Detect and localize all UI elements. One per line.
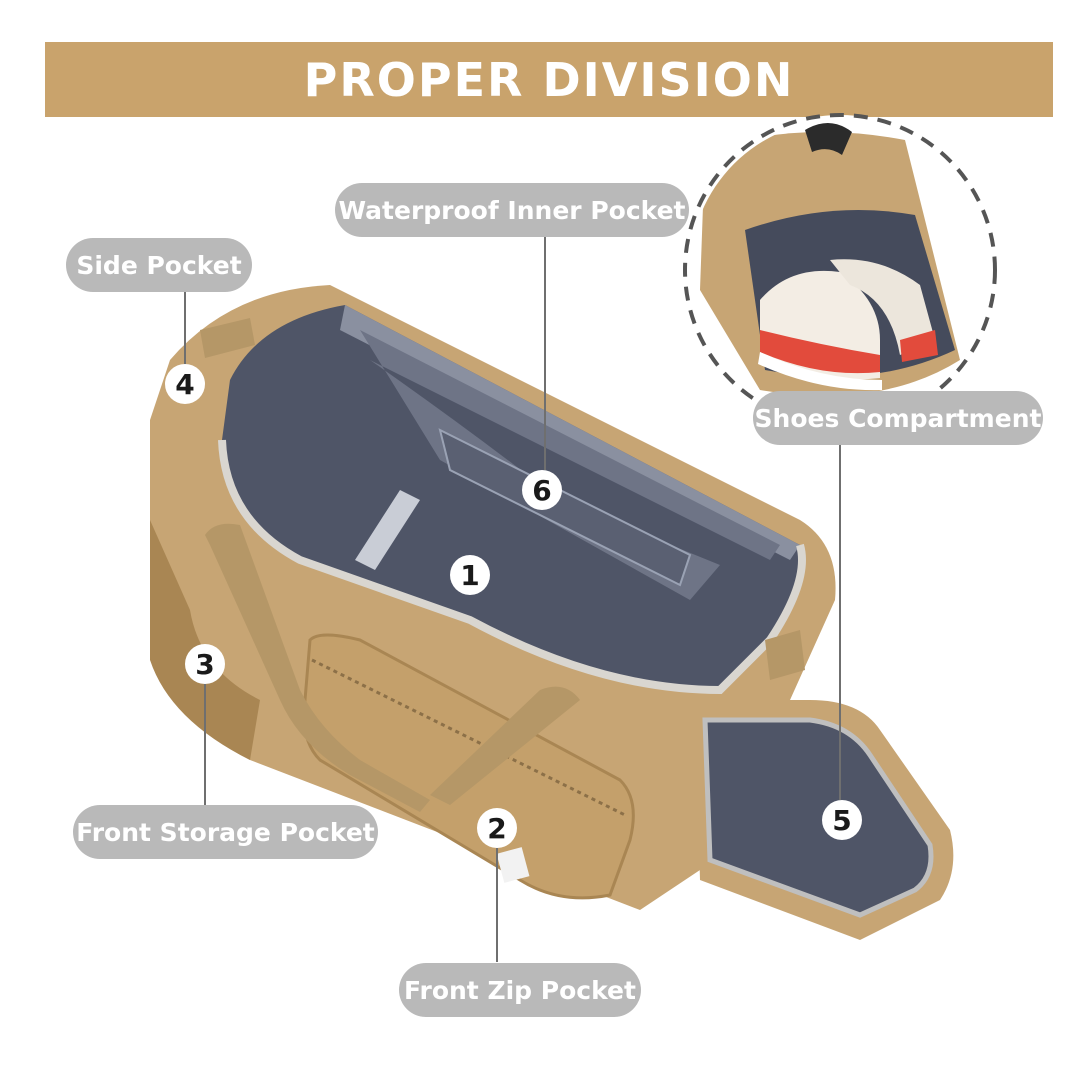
duffel-bag-illustration (150, 285, 954, 940)
title-banner: PROPER DIVISION (45, 42, 1053, 117)
marker-1: 1 (450, 555, 490, 595)
marker-6: 6 (522, 470, 562, 510)
marker-3: 3 (185, 644, 225, 684)
side-pocket-label: Side Pocket (66, 238, 252, 292)
marker-4: 4 (165, 364, 205, 404)
marker-2: 2 (477, 808, 517, 848)
shoes-compartment-label: Shoes Compartment (753, 391, 1043, 445)
front-zip-pocket-label: Front Zip Pocket (399, 963, 641, 1017)
waterproof-inner-pocket-label: Waterproof Inner Pocket (335, 183, 689, 237)
leader-lines (184, 236, 841, 962)
sneakers-icon (758, 259, 938, 391)
front-storage-pocket-label: Front Storage Pocket (73, 805, 378, 859)
shoes-compartment-inset (683, 113, 997, 427)
marker-5: 5 (822, 800, 862, 840)
banner-title: PROPER DIVISION (303, 52, 795, 107)
